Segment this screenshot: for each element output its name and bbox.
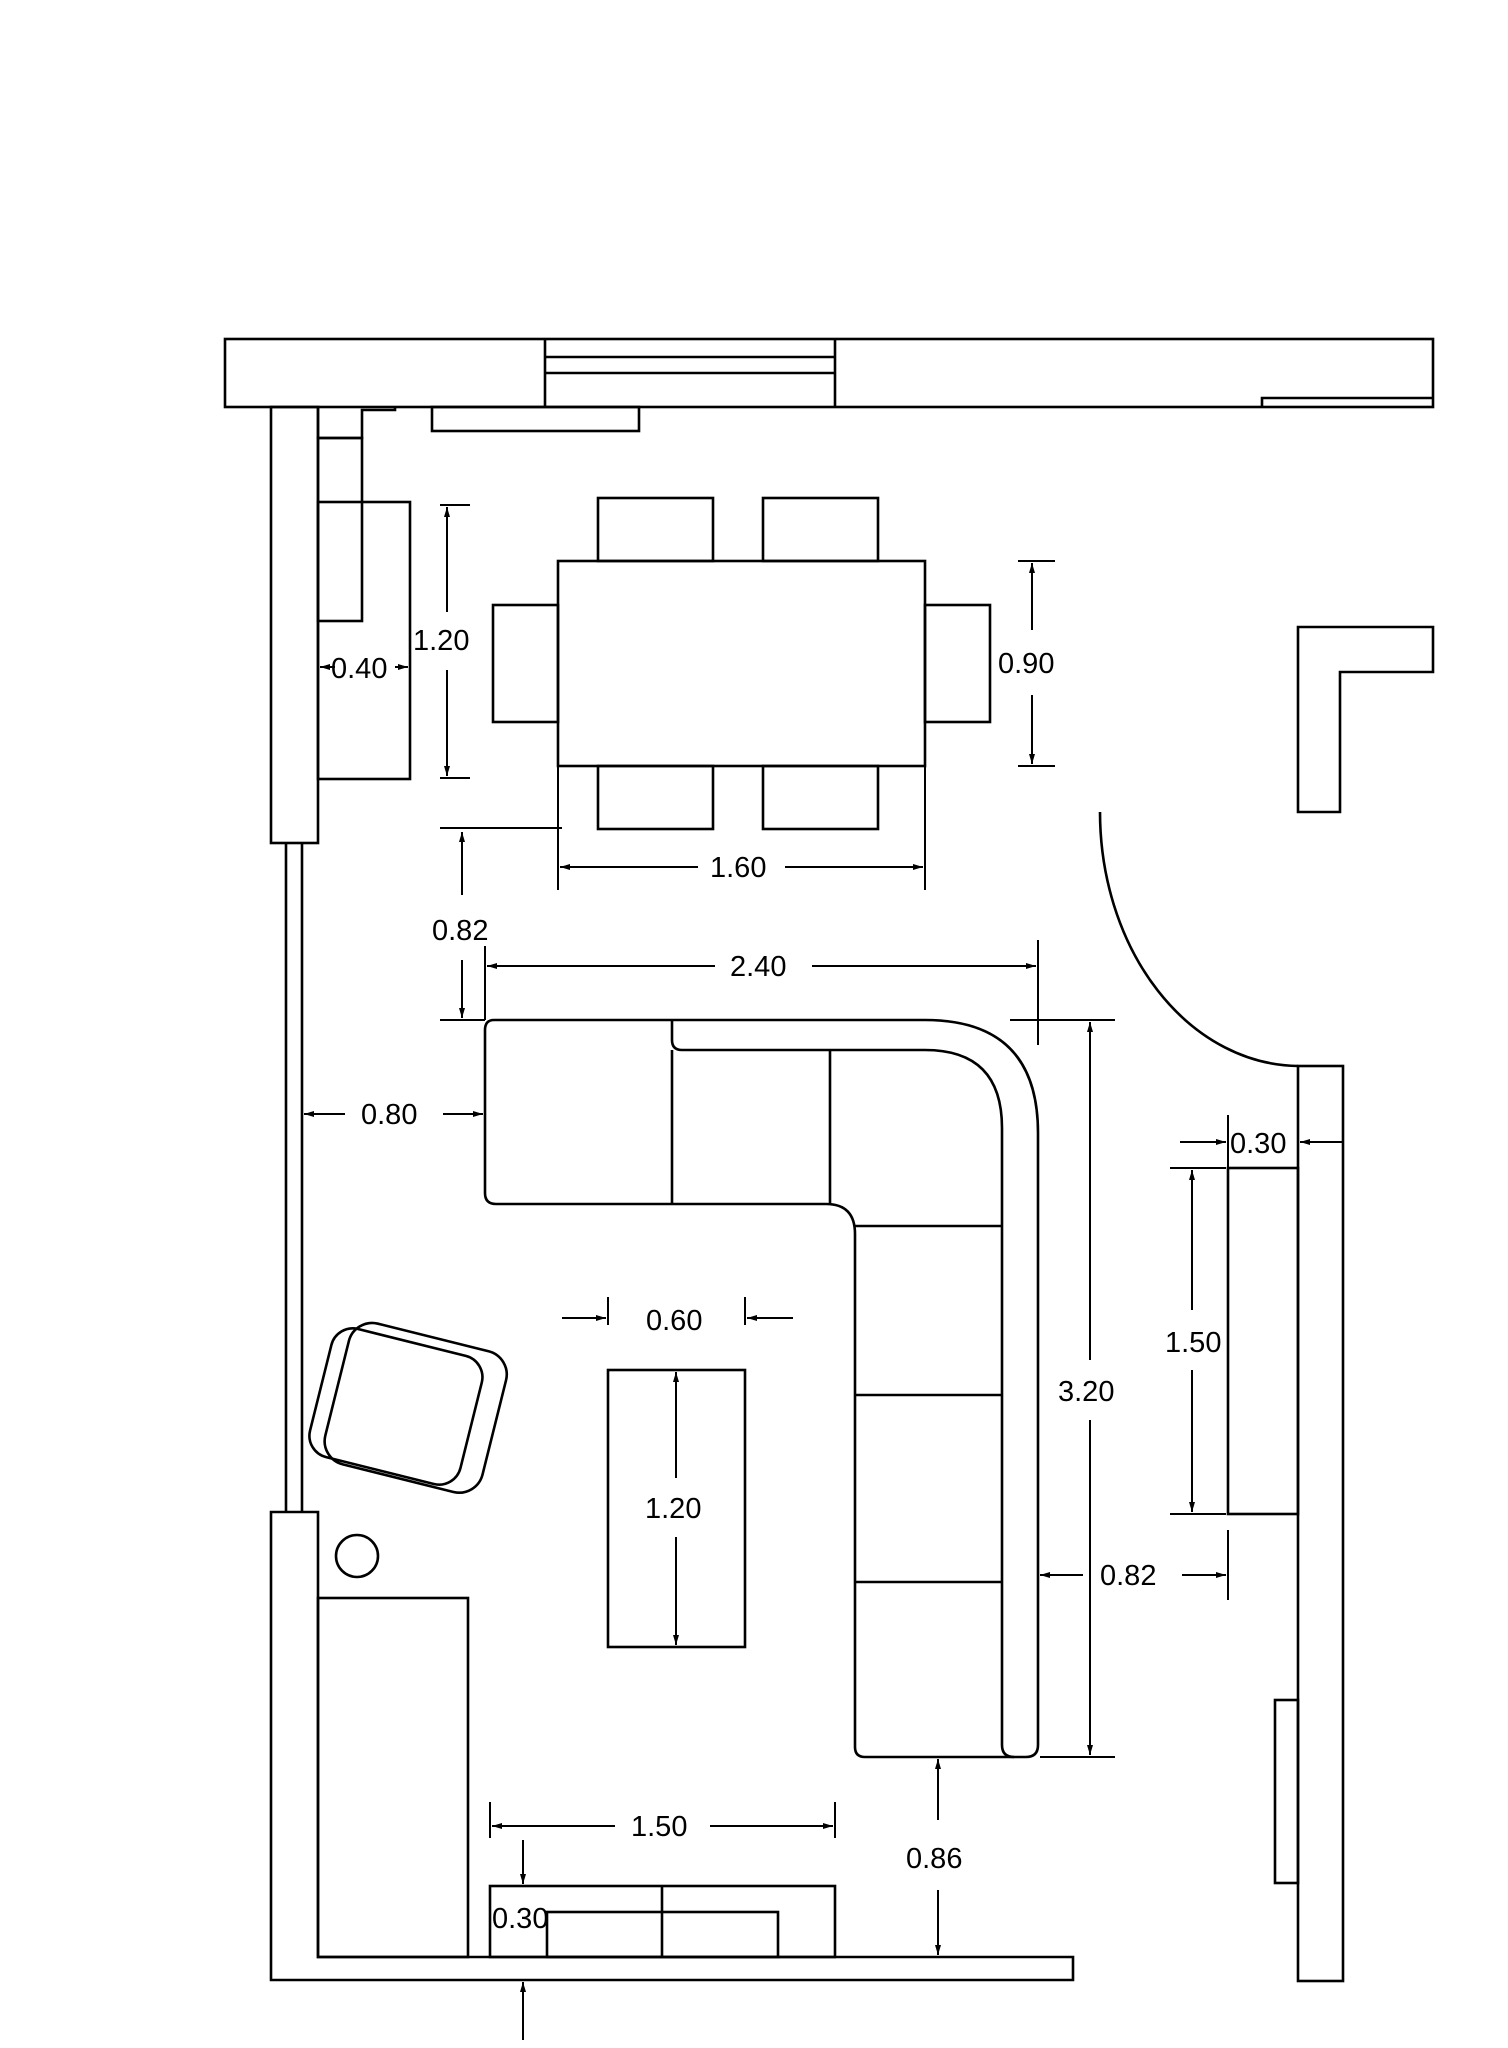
label-sofa-to-cabinet: 0.82	[1100, 1560, 1156, 1592]
top-right-step	[1260, 396, 1433, 407]
label-right-cabinet-length: 1.50	[1165, 1327, 1221, 1359]
sofa-outline	[483, 1018, 1040, 1759]
furniture	[308, 436, 1300, 1959]
walls	[223, 337, 1435, 1983]
label-table-length: 1.60	[710, 852, 766, 884]
sideboard	[316, 1596, 470, 1959]
dining-chair	[923, 603, 992, 724]
label-coffee-table-length: 1.20	[645, 1493, 701, 1525]
dining-set	[491, 496, 992, 831]
dining-chair	[761, 764, 880, 831]
right-cabinet	[1226, 1166, 1300, 1516]
label-tv-unit-width: 1.50	[631, 1811, 687, 1843]
armchair	[308, 1321, 509, 1494]
label-sofa-width: 2.40	[730, 951, 786, 983]
label-shelf-depth: 0.40	[331, 653, 387, 685]
left-wall-upper	[269, 405, 320, 845]
label-sofa-to-bottom-wall: 0.86	[906, 1843, 962, 1875]
right-wall-upper	[1296, 625, 1435, 814]
corner-sofa	[483, 1018, 1040, 1759]
label-tv-unit-depth: 0.30	[492, 1903, 548, 1935]
dining-table	[556, 559, 927, 768]
left-window	[284, 843, 304, 1512]
dining-chair	[596, 496, 715, 563]
top-wall	[223, 337, 1435, 409]
dimension-lines	[304, 504, 1342, 2040]
dining-chair	[761, 496, 880, 563]
top-window	[543, 339, 837, 407]
coffee-table	[606, 1368, 747, 1649]
label-coffee-table-width: 0.60	[646, 1305, 702, 1337]
door	[1098, 811, 1299, 1068]
dimension-labels: 1.20 0.40 0.90 1.60 0.82 2.40 0.80 0.30 …	[331, 625, 1286, 1935]
dining-chair	[596, 764, 715, 831]
sofa-backrest	[670, 1020, 1015, 1759]
right-wall-lower	[1296, 1064, 1345, 1983]
label-right-wall-gap: 0.30	[1230, 1128, 1286, 1160]
label-wall-to-sofa: 0.80	[361, 1099, 417, 1131]
dining-chair	[491, 603, 560, 724]
right-wall-panel	[1273, 1698, 1300, 1885]
label-shelf-height: 1.20	[413, 625, 469, 657]
label-table-to-sofa: 0.82	[432, 915, 488, 947]
top-wall-notch	[316, 407, 397, 440]
side-table	[334, 1533, 380, 1579]
top-sill	[430, 405, 641, 433]
tv-unit	[488, 1884, 837, 1959]
label-table-width: 0.90	[998, 648, 1054, 680]
label-sofa-length: 3.20	[1058, 1376, 1114, 1408]
left-shelf	[316, 436, 412, 781]
left-wall-lower	[269, 1510, 1075, 1982]
